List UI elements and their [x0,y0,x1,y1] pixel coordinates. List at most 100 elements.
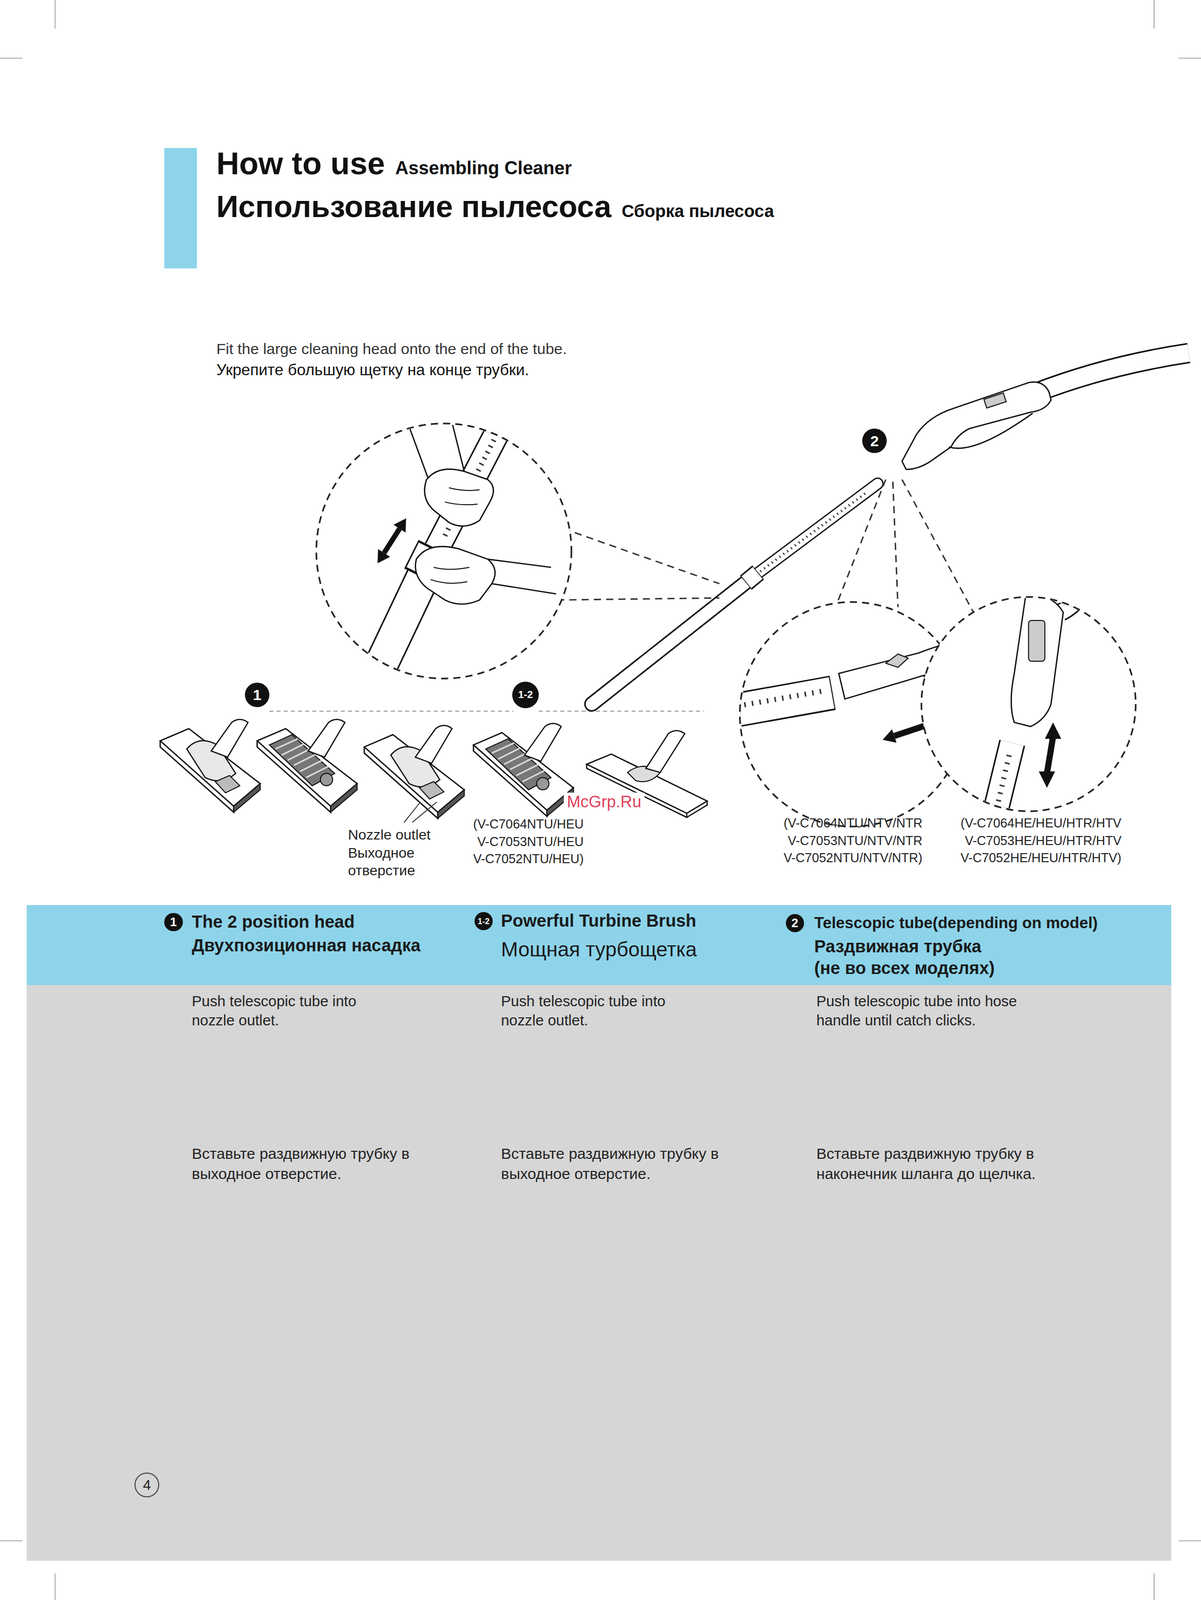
detail-circle-nozzle [736,691,825,707]
subtitle: Assembling Cleaner [394,158,572,179]
instruction-text: Push telescopic tube into hose handle un… [816,991,1056,1031]
detail-leaders [892,481,898,608]
header-band: 1 The 2 position headДвухпозиционная наса… [26,905,1172,986]
detail-circle-extend [316,423,572,680]
crop-marks [54,1573,56,1600]
nozzle-row [269,710,705,712]
telescopic-tube [746,573,758,583]
callout-circles [512,681,540,709]
detail-circle-handle [1061,566,1103,613]
nozzle-row [364,725,464,819]
column-heading: The 2 position head [191,911,355,933]
callout-number: 1-2 [517,689,533,700]
detail-leaders [557,597,720,600]
detail-circle-extend [316,387,572,695]
callout-circles [244,682,270,708]
hose-handle [983,392,1007,409]
column-heading: Powerful Turbine Brush [501,910,697,932]
crop-marks [1153,0,1155,29]
detail-circle-handle [921,596,1136,812]
hose-handle [1035,353,1189,393]
detail-leaders [557,479,975,615]
instruction-text: Укрепите большую щетку на конце трубки. [216,360,529,380]
telescopic-tube [760,492,868,572]
title-row: Использование пылесоса Сборка пылесоса [216,189,774,224]
crop-marks [1178,57,1201,59]
hose-handle [949,413,1033,449]
detail-circle-handle [1011,595,1063,727]
detail-circle-extend [487,559,557,594]
detail-circle-extend [377,549,390,564]
page-number-circle: 4 [134,1473,160,1498]
detail-circle-handle [921,566,1136,828]
nozzle-row [473,723,574,817]
crop-marks [0,57,23,59]
detail-circle-extend [436,387,521,550]
detail-circle-extend [393,518,407,533]
detail-circle-extend [415,546,496,605]
title-bar [164,148,197,269]
callout-number: 1 [164,913,183,932]
nozzle-row [404,802,437,824]
instruction-text: Push telescopic tube into nozzle outlet. [501,991,706,1031]
title-translation: Использование пылесоса [216,189,612,224]
detail-leaders [902,479,975,615]
callout-number: 2 [785,914,805,933]
detail-circle-extend [383,528,400,554]
telescopic-tube [752,483,878,578]
detail-circle-handle [1046,737,1053,774]
title-row: How to use Assembling Cleaner [216,146,572,181]
telescopic-tube [746,572,759,583]
hose-handle [902,353,1189,470]
detail-circle-extend [424,469,494,527]
instruction-panel: Push telescopic tube into nozzle outlet.… [26,985,1172,1562]
detail-circle-extend [444,487,480,505]
detail-leaders [563,528,720,584]
detail-circle-handle [991,566,1103,828]
column-heading: Двухпозиционная насадка [191,935,421,957]
detail-circle-extend [430,567,470,584]
detail-circle-nozzle [729,693,832,712]
detail-circle-handle [1038,771,1055,788]
telescopic-tube [752,483,878,578]
nozzle-row [160,711,708,823]
callout-circles [862,428,888,454]
crop-marks [1178,1541,1201,1543]
hose-handle [1035,353,1189,393]
crop-marks [0,1541,23,1543]
detail-leaders [836,479,886,605]
title: How to use [216,146,385,181]
telescopic-tube [591,577,753,705]
crop-marks [54,0,56,29]
callout-number: 1-2 [474,912,493,931]
detail-circle-nozzle [882,729,897,744]
detail-circle-nozzle [885,654,909,668]
crop-marks [1153,1573,1155,1600]
watermark: McGrp.Ru [563,792,645,812]
detail-circle-handle [1044,722,1061,740]
subtitle-translation: Сборка пылесоса [621,202,774,222]
telescopic-tube [591,577,753,705]
column-heading: Раздвижная трубка (не во всех моделях) [814,936,996,979]
instruction-text: Fit the large cleaning head onto the end… [216,339,567,358]
model-list: (V-C7064NTU/HEU V-C7053NTU/HEU V-C7052NT… [472,815,584,868]
callout-number: 1 [252,687,262,703]
page-number: 4 [143,1478,152,1493]
detail-circle-handle [991,743,1013,827]
part-name: Nozzle outlet [348,826,431,844]
detail-circle-nozzle [729,693,833,712]
nozzle-row [256,719,357,813]
model-list: (V-C7064NTU/NTV/NTR V-C7053NTU/NTV/NTR V… [782,814,923,867]
callout-number: 2 [870,433,879,449]
nozzle-row [160,719,260,813]
instruction-text: Вставьте раздвижную трубку в выходное от… [191,1143,449,1185]
column-heading: Мощная турбощетка [501,937,698,963]
model-list: (V-C7064HE/HEU/HTR/HTV V-C7053HE/HEU/HTR… [959,814,1122,867]
detail-circle-handle [1028,620,1045,662]
column-heading: Telescopic tube(depending on model) [814,913,1098,933]
part-name: Выходное отверстие [348,844,418,880]
detail-circle-handle [991,743,1013,827]
instruction-text: Push telescopic tube into nozzle outlet. [191,991,396,1031]
hose-handle [902,382,1052,470]
